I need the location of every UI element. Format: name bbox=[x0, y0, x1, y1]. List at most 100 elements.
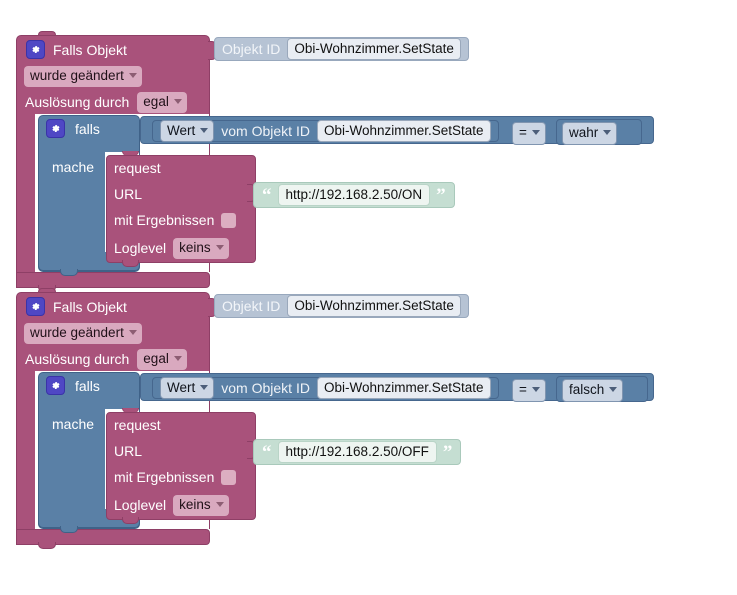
request-loglevel-value-1: keins bbox=[179, 240, 211, 255]
chevron-down-icon bbox=[128, 330, 137, 336]
object-id-block-1[interactable]: Objekt ID Obi-Wohnzimmer.SetState bbox=[214, 37, 469, 61]
object-id-label-2: Objekt ID bbox=[222, 298, 281, 314]
gear-icon[interactable] bbox=[26, 40, 45, 59]
condition-left-dropdown-1[interactable]: Wert bbox=[160, 119, 215, 143]
chevron-down-icon bbox=[609, 387, 618, 393]
chevron-down-icon bbox=[531, 130, 540, 136]
url-text-value-2[interactable]: http://192.168.2.50/OFF bbox=[277, 441, 437, 463]
request-loglevel-label-1: Loglevel bbox=[114, 240, 167, 257]
request-loglevel-label-2: Loglevel bbox=[114, 497, 167, 514]
chevron-down-icon bbox=[215, 502, 224, 508]
trigger-dropdown-1[interactable]: egal bbox=[137, 92, 187, 113]
trigger-label-1: Auslösung durch bbox=[25, 94, 130, 111]
request-with-results-row-1: mit Ergebnissen bbox=[114, 212, 237, 228]
event-change-type-row-2: wurde geändert bbox=[24, 323, 142, 344]
chevron-down-icon bbox=[173, 356, 182, 362]
condition-operator-wrap-1: = bbox=[512, 122, 546, 145]
condition-operator-value-1: = bbox=[519, 125, 527, 140]
event-block-bottom-nub-2 bbox=[38, 542, 56, 549]
if-block-title-row-1: falls bbox=[46, 119, 100, 138]
trigger-label-2: Auslösung durch bbox=[25, 351, 130, 368]
trigger-value-1: egal bbox=[143, 94, 169, 109]
condition-operator-dropdown-2[interactable]: = bbox=[512, 379, 546, 402]
condition-compare-1[interactable]: Wert vom Objekt ID Obi-Wohnzimmer.SetSta… bbox=[152, 119, 499, 143]
request-block-title-1: request bbox=[114, 160, 161, 176]
condition-operator-dropdown-1[interactable]: = bbox=[512, 122, 546, 145]
request-loglevel-dropdown-1[interactable]: keins bbox=[173, 238, 229, 259]
event-block-footer-2 bbox=[16, 529, 210, 545]
gear-icon[interactable] bbox=[26, 297, 45, 316]
event-block-title-row-1: Falls Objekt bbox=[26, 40, 127, 59]
if-block-title-row-2: falls bbox=[46, 376, 100, 395]
request-with-results-checkbox-2[interactable] bbox=[221, 469, 237, 485]
object-id-label-1: Objekt ID bbox=[222, 41, 281, 57]
request-with-results-label-1: mit Ergebnissen bbox=[114, 212, 215, 228]
if-block-bottom-nub-2 bbox=[60, 526, 78, 533]
object-id-value-1[interactable]: Obi-Wohnzimmer.SetState bbox=[287, 38, 461, 60]
condition-right-value-1: wahr bbox=[569, 125, 599, 140]
condition-object-id-2[interactable]: Obi-Wohnzimmer.SetState bbox=[316, 376, 491, 400]
request-with-results-row-2: mit Ergebnissen bbox=[114, 469, 237, 485]
if-block-title-1: falls bbox=[75, 120, 100, 137]
url-text-block-2[interactable]: “ http://192.168.2.50/OFF ” bbox=[253, 439, 462, 465]
request-block-bottom-nub-1 bbox=[122, 260, 139, 267]
gear-icon[interactable] bbox=[46, 376, 65, 395]
request-url-label-2: URL bbox=[114, 443, 143, 459]
condition-right-dropdown-1[interactable]: wahr bbox=[562, 122, 618, 145]
request-with-results-checkbox-1[interactable] bbox=[221, 212, 237, 228]
condition-left-value-2: Wert bbox=[167, 379, 196, 395]
event-block-left-spine-1 bbox=[16, 114, 35, 272]
if-block-title-2: falls bbox=[75, 377, 100, 394]
condition-middle-label-2: vom Objekt ID bbox=[221, 380, 310, 396]
chevron-down-icon bbox=[200, 385, 209, 390]
condition-object-id-1[interactable]: Obi-Wohnzimmer.SetState bbox=[316, 119, 491, 143]
object-id-value-2[interactable]: Obi-Wohnzimmer.SetState bbox=[287, 295, 461, 317]
condition-right-wrap-1: wahr bbox=[562, 122, 618, 145]
request-loglevel-value-2: keins bbox=[179, 497, 211, 512]
event-block-title-1: Falls Objekt bbox=[53, 41, 127, 58]
condition-left-dropdown-2[interactable]: Wert bbox=[160, 376, 215, 400]
change-type-dropdown-2[interactable]: wurde geändert bbox=[24, 323, 142, 344]
trigger-value-2: egal bbox=[143, 351, 169, 366]
condition-operator-value-2: = bbox=[519, 382, 527, 397]
condition-right-wrap-2: falsch bbox=[562, 379, 624, 402]
url-text-value-1[interactable]: http://192.168.2.50/ON bbox=[277, 184, 431, 206]
open-quote-icon: “ bbox=[262, 441, 272, 463]
event-block-top-nub-1 bbox=[38, 31, 56, 37]
change-type-value-1: wurde geändert bbox=[30, 68, 124, 83]
chevron-down-icon bbox=[603, 130, 612, 136]
event-block-title-row-2: Falls Objekt bbox=[26, 297, 127, 316]
request-with-results-label-2: mit Ergebnissen bbox=[114, 469, 215, 485]
chevron-down-icon bbox=[200, 128, 209, 133]
object-id-block-2[interactable]: Objekt ID Obi-Wohnzimmer.SetState bbox=[214, 294, 469, 318]
condition-operator-wrap-2: = bbox=[512, 379, 546, 402]
condition-compare-2[interactable]: Wert vom Objekt ID Obi-Wohnzimmer.SetSta… bbox=[152, 376, 499, 400]
event-change-type-row-1: wurde geändert bbox=[24, 66, 142, 87]
trigger-dropdown-2[interactable]: egal bbox=[137, 349, 187, 370]
event-trigger-row-1: Auslösung durch egal bbox=[25, 92, 187, 113]
request-loglevel-row-1: Loglevel keins bbox=[114, 238, 229, 259]
change-type-value-2: wurde geändert bbox=[30, 325, 124, 340]
gear-icon[interactable] bbox=[46, 119, 65, 138]
request-block-bottom-nub-2 bbox=[122, 517, 139, 524]
chevron-down-icon bbox=[173, 99, 182, 105]
condition-left-value-1: Wert bbox=[167, 122, 196, 138]
change-type-dropdown-1[interactable]: wurde geändert bbox=[24, 66, 142, 87]
event-block-top-nub-2 bbox=[38, 288, 56, 294]
event-trigger-row-2: Auslösung durch egal bbox=[25, 349, 187, 370]
event-block-left-spine-2 bbox=[16, 371, 35, 529]
condition-middle-label-1: vom Objekt ID bbox=[221, 123, 310, 139]
request-loglevel-row-2: Loglevel keins bbox=[114, 495, 229, 516]
request-loglevel-dropdown-2[interactable]: keins bbox=[173, 495, 229, 516]
if-block-do-label-1: mache bbox=[52, 159, 95, 175]
condition-right-value-2: falsch bbox=[569, 382, 605, 397]
request-block-title-2: request bbox=[114, 417, 161, 433]
request-url-label-1: URL bbox=[114, 186, 143, 202]
url-text-block-1[interactable]: “ http://192.168.2.50/ON ” bbox=[253, 182, 455, 208]
chevron-down-icon bbox=[215, 245, 224, 251]
chevron-down-icon bbox=[531, 387, 540, 393]
condition-right-dropdown-2[interactable]: falsch bbox=[562, 379, 624, 402]
event-block-footer-1 bbox=[16, 272, 210, 288]
close-quote-icon: ” bbox=[442, 441, 453, 463]
